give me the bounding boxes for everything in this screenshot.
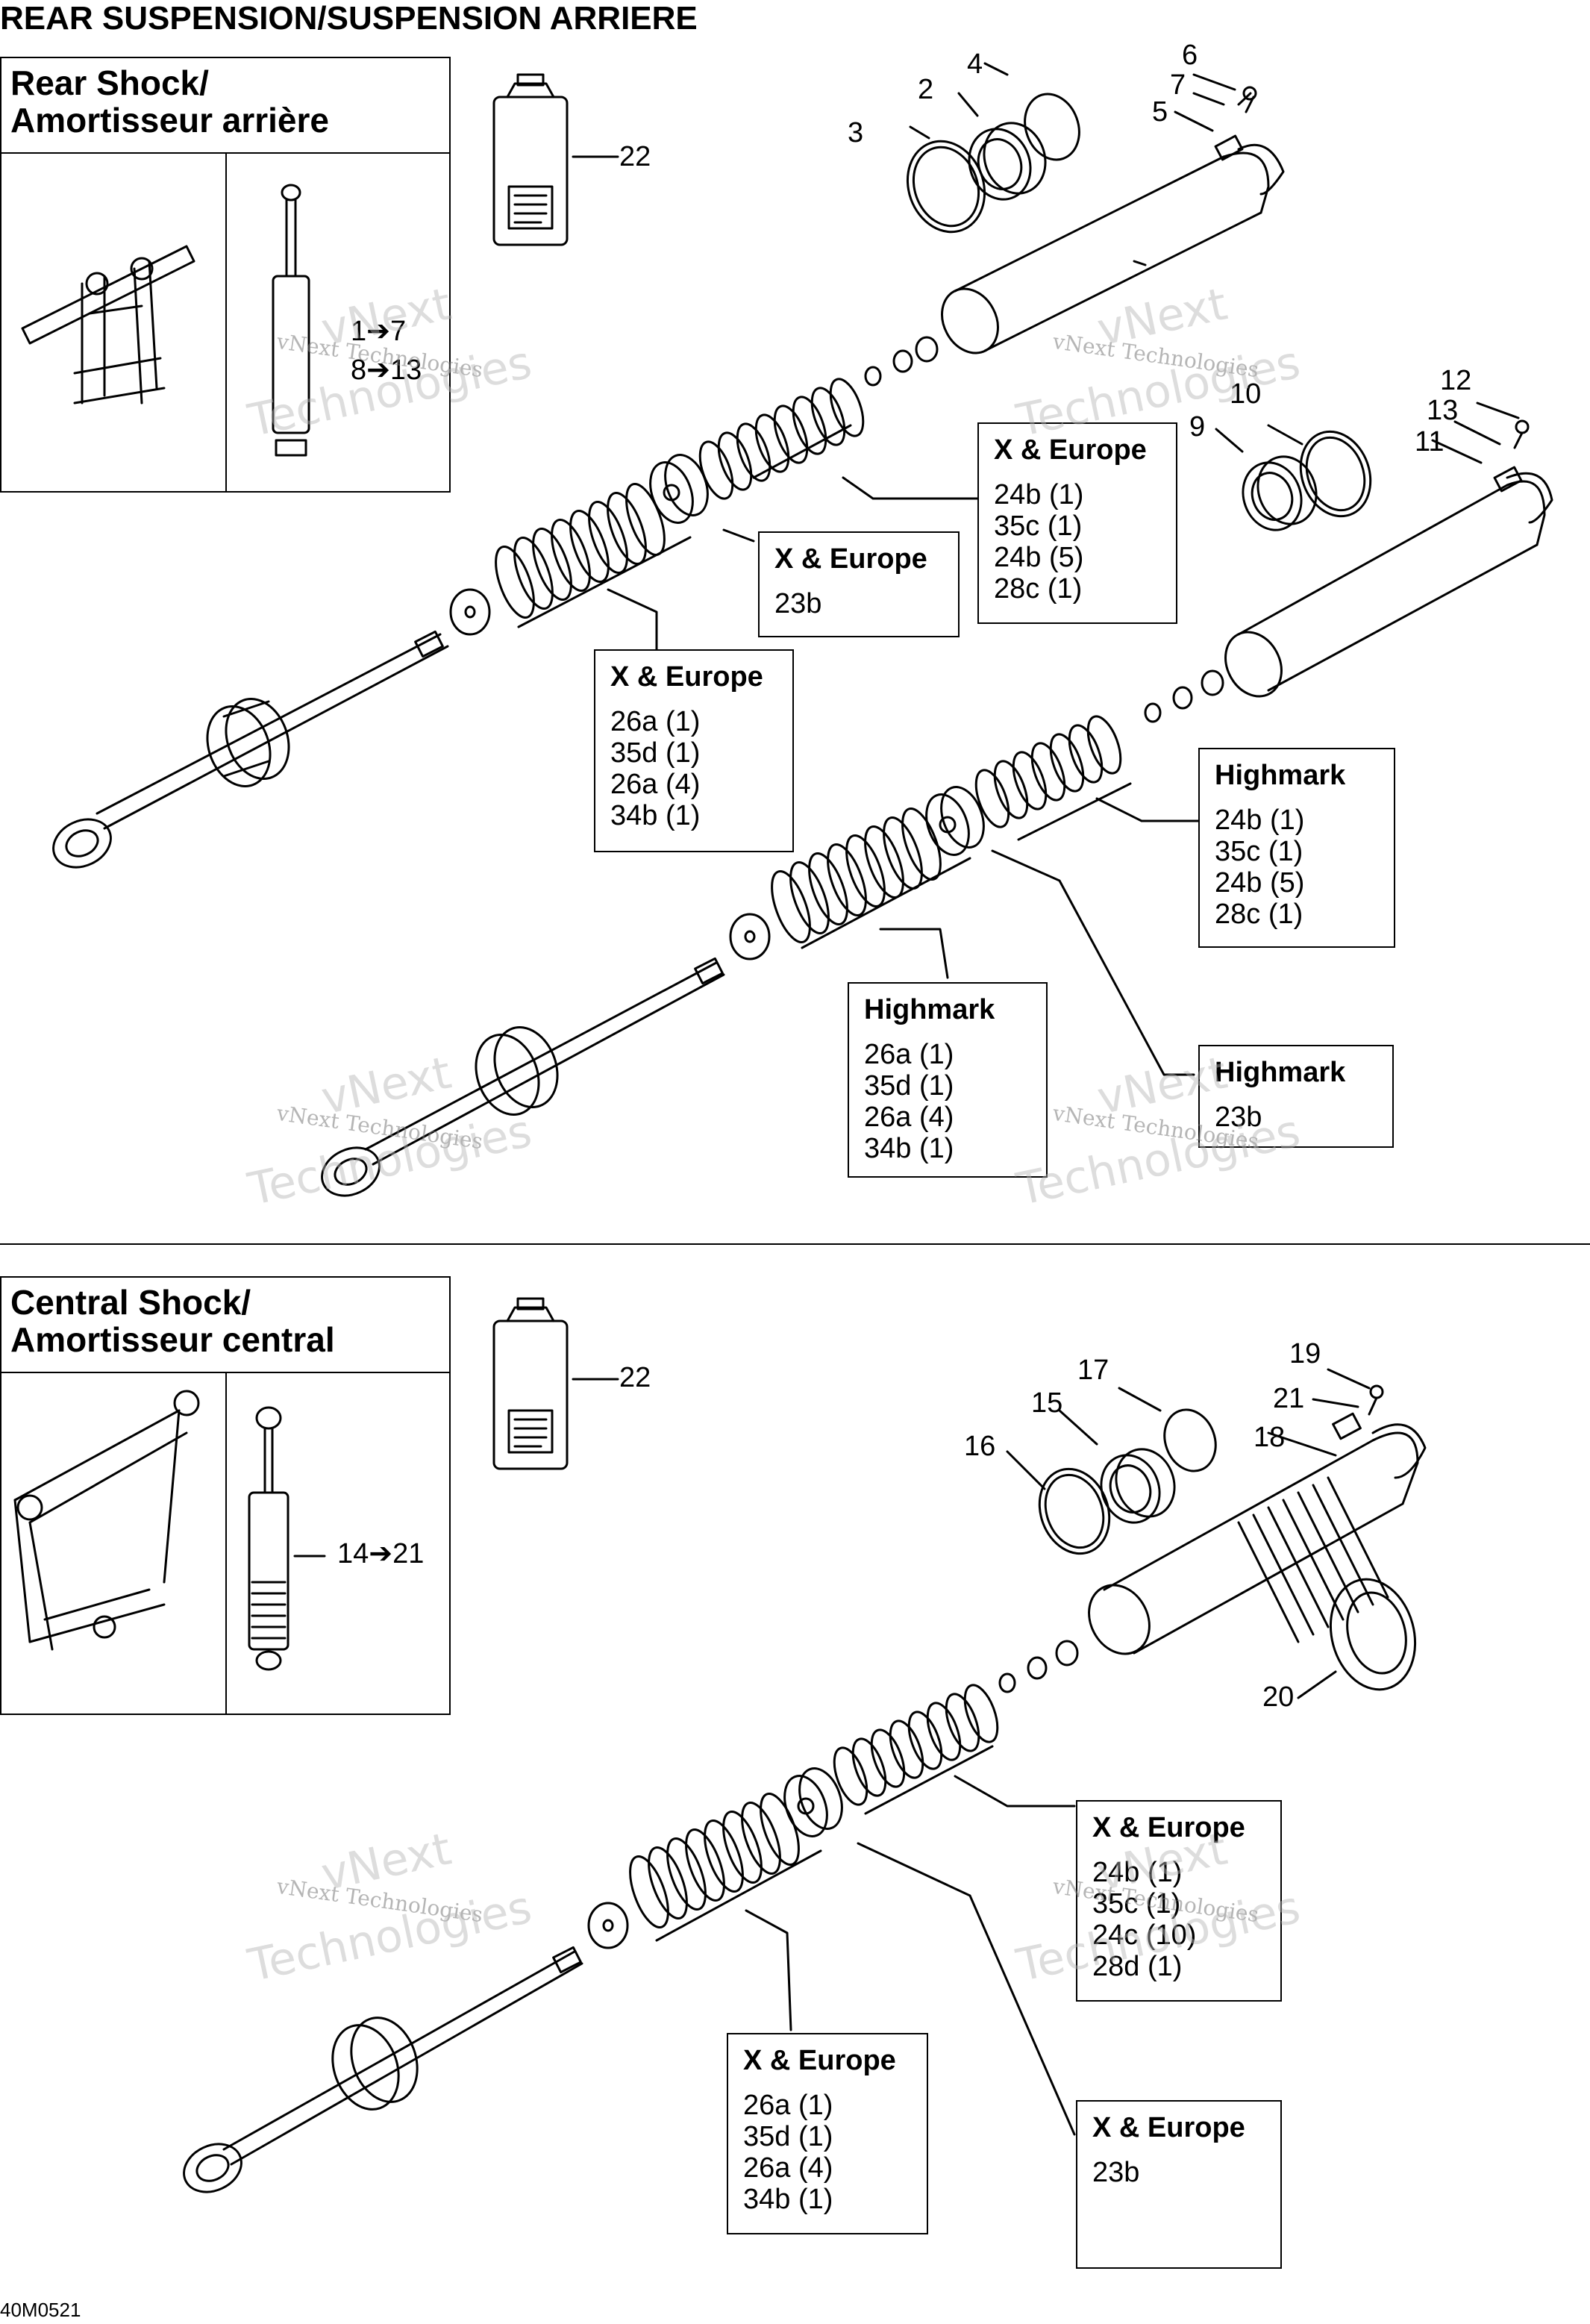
callout-header: Highmark: [864, 994, 995, 1025]
watermark: vNext: [316, 1046, 456, 1125]
callout-item: 34b (1): [610, 800, 701, 831]
callout-item: 24b (1): [1092, 1857, 1183, 1888]
callout-item: 26a (1): [864, 1039, 954, 1070]
callout-item: 26a (1): [610, 706, 701, 737]
callout-item: 24c (10): [1092, 1920, 1197, 1951]
callout-item: 23b: [1215, 1102, 1262, 1133]
part-number: 12: [1440, 365, 1472, 396]
callout-item: 28c (1): [994, 573, 1083, 605]
central-shock-heading: Central Shock/ Amortisseur central: [1, 1278, 449, 1373]
part-number: 2: [918, 74, 934, 105]
callout-box: Highmark 26a (1) 35d (1) 26a (4) 34b (1): [848, 982, 1048, 1178]
part-number: 13: [1427, 395, 1459, 426]
callout-header: Highmark: [1215, 760, 1346, 791]
part-number: 16: [964, 1431, 996, 1462]
central-shock-heading-fr: Amortisseur central: [10, 1320, 335, 1359]
callout-box: X & Europe 23b: [758, 531, 960, 637]
callout-item: 26a (4): [610, 769, 701, 800]
part-number: 7: [1170, 69, 1186, 101]
callout-header: X & Europe: [774, 543, 927, 575]
central-shock-panel: Central Shock/ Amortisseur central: [0, 1276, 451, 1715]
callout-box: X & Europe 26a (1) 35d (1) 26a (4) 34b (…: [727, 2033, 928, 2234]
callout-header: X & Europe: [743, 2045, 896, 2076]
part-number: 17: [1077, 1355, 1109, 1386]
central-range-label: 14➔21: [337, 1538, 425, 1569]
callout-box: X & Europe 24b (1) 35c (1) 24c (10) 28d …: [1076, 1800, 1282, 2002]
callout-item: 35d (1): [743, 2121, 833, 2152]
callout-item: 23b: [1092, 2157, 1140, 2188]
callout-item: 35d (1): [610, 737, 701, 769]
callout-item: 28d (1): [1092, 1951, 1183, 1982]
callout-item: 35c (1): [994, 510, 1083, 542]
callout-box: X & Europe 24b (1) 35c (1) 24b (5) 28c (…: [977, 422, 1177, 624]
callout-item: 26a (1): [743, 2090, 833, 2121]
part-number: 4: [967, 49, 983, 80]
callout-item: 26a (4): [864, 1102, 954, 1133]
callout-box: X & Europe 26a (1) 35d (1) 26a (4) 34b (…: [594, 649, 794, 852]
part-number: 20: [1262, 1681, 1295, 1713]
part-number: 11: [1415, 426, 1445, 457]
callout-item: 24b (5): [994, 542, 1084, 573]
callout-item: 23b: [774, 588, 822, 619]
callout-item: 35c (1): [1092, 1888, 1181, 1920]
callout-box: Highmark 23b: [1198, 1045, 1394, 1148]
callout-item: 35d (1): [864, 1070, 954, 1102]
callout-header: X & Europe: [610, 661, 763, 693]
document-code: 40M0521: [0, 2299, 81, 2321]
callout-header: X & Europe: [1092, 2112, 1245, 2143]
callout-item: 28c (1): [1215, 899, 1303, 930]
rear-shock-heading-fr: Amortisseur arrière: [10, 101, 329, 140]
page-title: REAR SUSPENSION/SUSPENSION ARRIERE: [0, 0, 698, 37]
rear-shock-panel: Rear Shock/ Amortisseur arrière: [0, 57, 451, 493]
rear-shock-heading-en: Rear Shock/: [10, 63, 209, 102]
callout-header: X & Europe: [1092, 1812, 1245, 1843]
callout-item: 24b (5): [1215, 867, 1305, 899]
part-number: 22: [619, 141, 651, 172]
callout-item: 24b (1): [1215, 805, 1305, 836]
callout-item: 26a (4): [743, 2152, 833, 2184]
part-number: 3: [848, 117, 864, 149]
callout-header: X & Europe: [994, 434, 1147, 466]
callout-item: 34b (1): [864, 1133, 954, 1164]
part-number: 6: [1182, 40, 1198, 71]
part-number: 10: [1230, 378, 1262, 410]
section-divider: [0, 1243, 1590, 1245]
part-number: 18: [1253, 1422, 1286, 1453]
part-number: 19: [1289, 1338, 1321, 1369]
rear-range-label-1: 1➔7: [351, 316, 407, 347]
rear-shock-heading: Rear Shock/ Amortisseur arrière: [1, 58, 449, 154]
rear-range-label-2: 8➔13: [351, 354, 422, 386]
callout-header: Highmark: [1215, 1057, 1346, 1088]
callout-item: 24b (1): [994, 479, 1084, 510]
rear-oil-bottle: [492, 73, 619, 246]
callout-item: 34b (1): [743, 2184, 833, 2215]
central-shock-heading-en: Central Shock/: [10, 1283, 251, 1322]
part-number: 21: [1273, 1383, 1305, 1414]
callout-item: 35c (1): [1215, 836, 1303, 867]
part-number: 9: [1189, 411, 1206, 443]
part-number: 5: [1152, 96, 1168, 128]
callout-box: X & Europe 23b: [1076, 2100, 1282, 2269]
part-number: 15: [1031, 1387, 1063, 1419]
callout-box: Highmark 24b (1) 35c (1) 24b (5) 28c (1): [1198, 748, 1395, 948]
part-number: 22: [619, 1362, 651, 1393]
